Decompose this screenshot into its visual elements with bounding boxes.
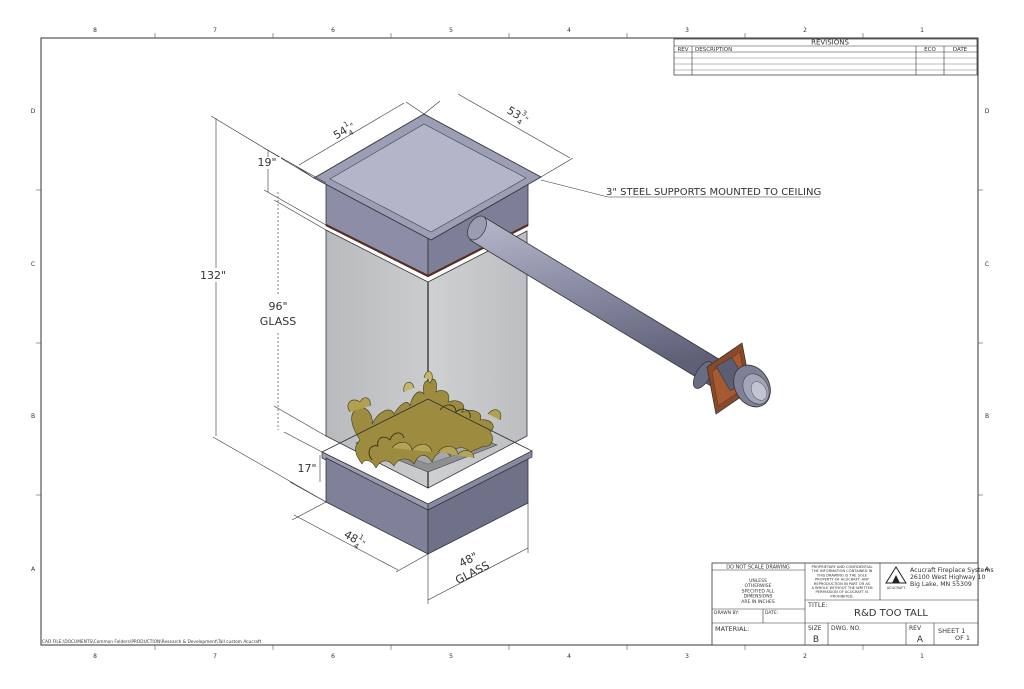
flame-logs: [347, 371, 502, 469]
drawn-by-label: DRAWN BY:: [714, 610, 739, 616]
unless-note-line: UNLESS: [749, 578, 767, 584]
proprietary-note-line: PROPRIETARY AND CONFIDENTIAL: [811, 565, 872, 569]
zone-row-left-label: D: [31, 108, 36, 115]
company-address-line: Big Lake, MN 55309: [910, 581, 972, 588]
zone-column-bottom-label: 4: [567, 653, 571, 660]
proprietary-note-line: PROPERTY OF ACUCRAFT. ANY: [815, 578, 870, 582]
file-path: CAD FILE:\DOCUMENTS\Common Folders\PRODU…: [42, 639, 261, 645]
dwg-no-label: DWG. NO.: [831, 625, 861, 632]
zone-row-right-label: A: [985, 566, 990, 573]
date-label: DATE:: [765, 610, 778, 616]
zone-row-left-label: C: [31, 261, 35, 268]
zone-column-bottom-label: 6: [331, 653, 335, 660]
dim-top-width: 54: [331, 124, 350, 142]
zone-column-top-label: 4: [567, 27, 571, 34]
title-block: DO NOT SCALE DRAWING UNLESSOTHERWISESPEC…: [711, 562, 994, 646]
dim-base-width: 48: [342, 528, 361, 546]
fireplace-model: [313, 113, 771, 555]
revisions-header-rev: REV: [677, 47, 688, 53]
company-address-line: Acucraft Fireplace Systems: [910, 567, 994, 574]
zone-column-bottom-label: 3: [685, 653, 689, 660]
zone-column-top-label: 6: [331, 27, 335, 34]
acucraft-logo: ACUCRAFT: [885, 566, 907, 590]
proprietary-note-line: REPRODUCTION IN PART OR AS: [814, 582, 871, 586]
dim-glass-height-label: GLASS: [260, 315, 296, 328]
zone-column-bottom-label: 8: [93, 653, 97, 660]
hood-top-inner: [329, 123, 527, 233]
size-label: SIZE: [808, 625, 822, 632]
zone-column-top-label: 5: [449, 27, 453, 34]
unless-note-line: SPECIFIED ALL: [742, 588, 775, 594]
company-address-line: 26100 West Highway 10: [910, 574, 985, 581]
proprietary-note-line: THIS DRAWING IS THE SOLE: [816, 573, 868, 577]
dim-top-depth: 53: [505, 104, 524, 122]
dim-base-height: 17": [297, 462, 316, 475]
unless-note-line: DIMENSIONS: [744, 594, 773, 600]
dim-base-width-frac-den: 4: [352, 542, 360, 551]
steel-supports-callout: 3" STEEL SUPPORTS MOUNTED TO CEILING: [606, 187, 821, 198]
zone-row-left-label: B: [31, 413, 35, 420]
proprietary-note-line: PROHIBITED.: [830, 594, 853, 598]
revisions-header-eco: ECO: [924, 47, 936, 53]
sheet-label: SHEET 1: [938, 627, 965, 635]
zone-column-top-label: 7: [213, 27, 217, 34]
zone-column-bottom-label: 7: [213, 653, 217, 660]
zone-column-bottom-label: 1: [920, 653, 924, 660]
proprietary-note-line: THE INFORMATION CONTAINED IN: [811, 569, 873, 573]
zone-row-right-label: D: [985, 108, 990, 115]
drawing-title: R&D TOO TALL: [854, 608, 928, 619]
zone-column-top-label: 8: [93, 27, 97, 34]
logo-text: ACUCRAFT: [887, 586, 906, 590]
dim-top-width-unit: ": [349, 121, 357, 131]
dim-top-depth-frac-den: 4: [515, 118, 523, 127]
unless-note-line: OTHERWISE: [745, 583, 772, 589]
revisions-header-date: DATE: [953, 47, 968, 53]
zone-column-top-label: 3: [685, 27, 689, 34]
revisions-table: REVISIONS REV DESCRIPTION ECO DATE: [673, 39, 978, 76]
zone-column-top-label: 1: [920, 27, 924, 34]
title-label: TITLE:: [807, 601, 828, 609]
rev-label: REV: [909, 625, 922, 632]
size-value: B: [813, 635, 819, 645]
revisions-title: REVISIONS: [811, 39, 849, 47]
dim-base-width-frac-num: 1: [357, 533, 365, 542]
zone-row-right-label: B: [985, 413, 989, 420]
rev-value: A: [917, 635, 924, 645]
dim-overall-height: 132": [200, 269, 226, 282]
dim-hood-height: 19": [257, 156, 276, 169]
material-label: MATERIAL:: [715, 625, 749, 633]
dimension-labels: 54 1 4 " 53 3 4 " 19" 132" 96" GLASS 17"…: [193, 104, 821, 587]
proprietary-note-line: PERMISSION OF ACUCRAFT IS: [816, 590, 870, 594]
dim-top-width-frac-num: 1: [342, 120, 350, 129]
revisions-header-description: DESCRIPTION: [695, 47, 732, 53]
zone-row-right-label: C: [985, 261, 989, 268]
dim-glass-height: 96": [268, 300, 287, 313]
dim-top-depth-frac-num: 3: [520, 109, 528, 118]
unless-note-line: ARE IN INCHES: [741, 599, 775, 605]
dim-base-width-unit: ": [359, 539, 367, 549]
zone-column-bottom-label: 2: [803, 653, 807, 660]
dim-top-depth-unit: ": [522, 115, 530, 125]
sheet-of: OF 1: [955, 634, 970, 642]
zone-column-bottom-label: 5: [449, 653, 453, 660]
zone-column-top-label: 2: [803, 27, 807, 34]
dim-top-width-frac-den: 4: [347, 128, 355, 137]
zone-row-left-label: A: [31, 566, 36, 573]
proprietary-note-line: A WHOLE WITHOUT THE WRITTEN: [811, 586, 872, 590]
do-not-scale-text: DO NOT SCALE DRAWING: [726, 565, 790, 571]
